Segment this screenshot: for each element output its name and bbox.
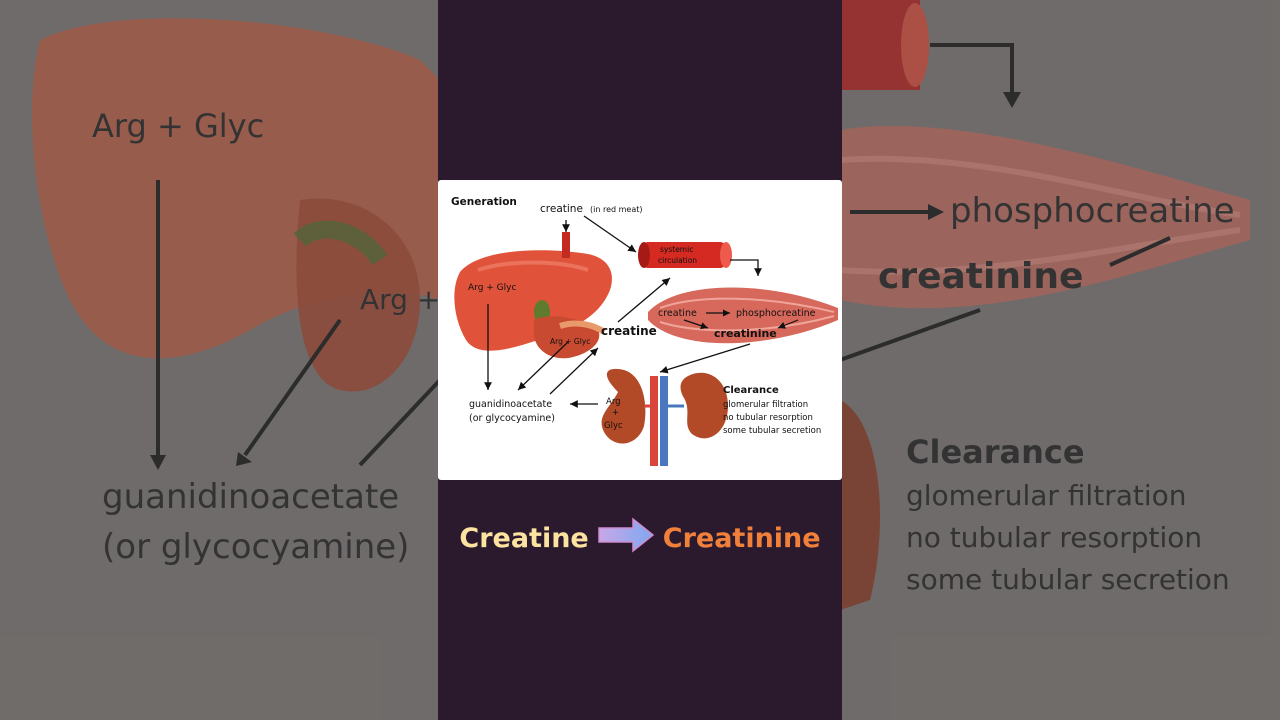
small-vessel-illustration xyxy=(562,232,570,258)
creatine-metabolism-diagram: Generation creatine (in red meat) system… xyxy=(438,180,842,480)
caption-row: Creatine Creatinine xyxy=(438,514,842,562)
left-kidney-illustration xyxy=(601,368,646,444)
caption-creatine: Creatine xyxy=(459,522,589,554)
clearance-line-3: some tubular secretion xyxy=(723,426,821,436)
pancreas-arg-glyc-label: Arg + Glyc xyxy=(550,337,590,346)
bg-clearance-line-3: some tubular secretion xyxy=(906,563,1230,596)
bg-clearance-title: Clearance xyxy=(906,433,1085,471)
kidney-arg-label: Arg xyxy=(606,397,621,407)
bg-clearance-line-2: no tubular resorption xyxy=(906,521,1203,554)
systemic-label: systemic xyxy=(660,245,693,254)
bg-arg-glyc-label: Arg + Glyc xyxy=(92,107,265,145)
guanidinoacetate-label: guanidinoacetate xyxy=(469,399,552,410)
muscle-creatine-label: creatine xyxy=(658,308,697,319)
muscle-creatinine-label: creatinine xyxy=(714,327,777,340)
glycocyamine-label: (or glycocyamine) xyxy=(469,413,555,424)
red-meat-label: (in red meat) xyxy=(590,205,643,214)
background-right-zoom: phosphocreatine creatinine Clearance glo… xyxy=(840,0,1280,720)
bg-guanidinoacetate-label: guanidinoacetate xyxy=(102,477,400,517)
background-left-organs xyxy=(31,18,440,470)
bg-phosphocreatine-label: phosphocreatine xyxy=(950,191,1235,231)
generation-label: Generation xyxy=(451,196,517,208)
aorta-illustration xyxy=(650,376,658,466)
bg-creatinine-label: creatinine xyxy=(878,256,1084,297)
background-right-organs xyxy=(840,0,1250,610)
vena-cava-illustration xyxy=(660,376,668,466)
bg-clearance-line-1: glomerular filtration xyxy=(906,479,1187,512)
right-arrow-icon xyxy=(597,515,655,562)
circulation-label: circulation xyxy=(658,256,697,265)
kidney-glyc-label: Glyc xyxy=(604,421,623,431)
blood-vessel-illustration xyxy=(642,242,726,268)
background-left-zoom: Arg + Glyc Arg + guanidinoacetate (or gl… xyxy=(0,0,440,720)
diagram-svg: Generation creatine (in red meat) system… xyxy=(451,196,838,466)
liver-arg-glyc-label: Arg + Glyc xyxy=(468,283,516,293)
caption-creatinine: Creatinine xyxy=(662,522,821,554)
clearance-line-1: glomerular filtration xyxy=(723,400,808,410)
creatine-center-label: creatine xyxy=(601,324,657,338)
clearance-title: Clearance xyxy=(723,385,779,396)
muscle-phosphocreatine-label: phosphocreatine xyxy=(736,308,816,319)
clearance-line-2: no tubular resorption xyxy=(723,413,813,423)
bg-glycocyamine-label: (or glycocyamine) xyxy=(102,527,410,567)
kidney-plus-label: + xyxy=(612,408,619,418)
right-kidney-illustration xyxy=(680,372,728,439)
bg-arg-glyc-label-2: Arg + xyxy=(360,283,440,316)
creatine-source-label: creatine xyxy=(540,203,583,215)
